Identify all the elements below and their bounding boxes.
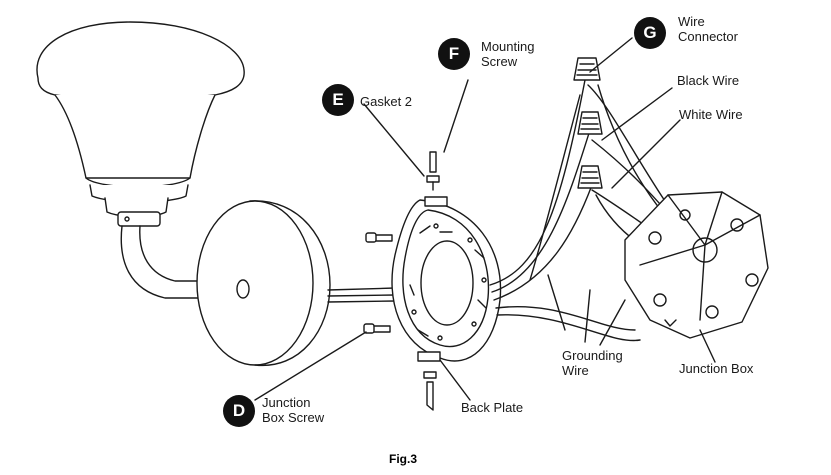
junction-box-screw-lower	[363, 323, 391, 334]
wire-connector-label: Wire Connector	[678, 14, 738, 44]
white-wire-label: White Wire	[679, 107, 743, 122]
junction-box-screw-label-line2: Box Screw	[262, 410, 325, 425]
canopy-disc	[196, 200, 331, 367]
grounding-wire-label-line2: Wire	[562, 363, 589, 378]
back-plate-label: Back Plate	[461, 400, 524, 415]
junction-box-screw-label: Junction Box Screw	[262, 395, 324, 425]
callout-badge-g: G	[634, 17, 666, 49]
black-wire-label: Black Wire	[677, 73, 740, 88]
junction-box-label: Junction Box	[679, 361, 754, 376]
junction-box-screw-upper	[365, 232, 393, 243]
mounting-screw-bottom	[423, 371, 437, 411]
lamp-shade	[36, 21, 245, 227]
wire-connector-middle	[577, 111, 603, 135]
mounting-screw-label-line1: Mounting	[481, 39, 535, 54]
mounting-screw-label: Mounting Screw	[481, 39, 534, 69]
mounting-screw-top	[426, 151, 440, 191]
mounting-screw-label-line2: Screw	[481, 54, 518, 69]
wire-connector-top	[573, 57, 601, 81]
grounding-wire-label: Grounding Wire	[562, 348, 623, 378]
callout-badge-d: D	[223, 395, 255, 427]
callout-badge-e: E	[322, 84, 354, 116]
wire-connector-label-line1: Wire	[678, 14, 705, 29]
junction-box-screw-label-line1: Junction	[262, 395, 311, 410]
back-plate	[391, 196, 502, 362]
junction-box	[624, 191, 769, 339]
wire-connector-bottom	[577, 165, 603, 189]
grounding-wire-label-line1: Grounding	[562, 348, 623, 363]
figure-caption: Fig.3	[389, 452, 418, 466]
gasket-label: Gasket 2	[360, 94, 413, 109]
callout-badge-f: F	[438, 38, 470, 70]
wire-connector-label-line2: Connector	[678, 29, 738, 44]
